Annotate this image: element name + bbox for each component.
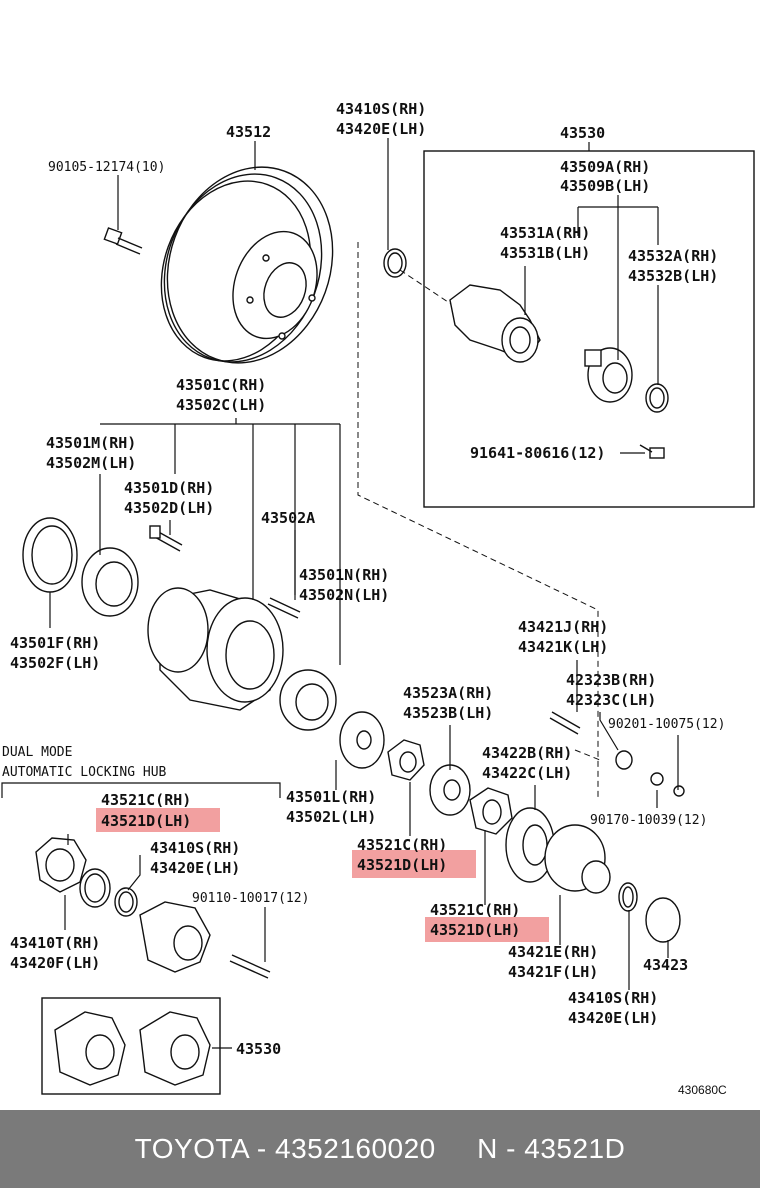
label-43502A: 43502A bbox=[261, 509, 315, 527]
label-43523B: 43523B(LH) bbox=[403, 704, 493, 722]
leader-lines bbox=[49, 138, 679, 1049]
label-dual-mode-1: DUAL MODE bbox=[2, 745, 72, 760]
bolt-90105 bbox=[103, 227, 143, 255]
label-91641: 91641-80616(12) bbox=[470, 444, 605, 462]
label-43502M: 43502M(LH) bbox=[46, 454, 136, 472]
washer-90170 bbox=[650, 772, 685, 797]
label-42323B: 42323B(RH) bbox=[566, 671, 656, 689]
nut-90201 bbox=[615, 750, 633, 770]
label-43421E: 43421E(RH) bbox=[508, 943, 598, 961]
label-43502F: 43502F(LH) bbox=[10, 654, 100, 672]
label-43421K: 43421K(LH) bbox=[518, 638, 608, 656]
washer-43501L bbox=[339, 711, 385, 769]
label-43410T: 43410T(RH) bbox=[10, 934, 100, 952]
pin-43501N bbox=[267, 597, 301, 619]
highlight-43521D-b bbox=[352, 850, 476, 878]
snap-ring-43410S-mid bbox=[114, 887, 138, 917]
label-43532B: 43532B(LH) bbox=[628, 267, 718, 285]
bolt-91641 bbox=[639, 444, 665, 459]
group-box-43530-bottom bbox=[41, 997, 221, 1095]
label-43410S-bot: 43410S(RH) bbox=[568, 989, 658, 1007]
dash-line-3 bbox=[574, 749, 601, 761]
lock-hub-clutch bbox=[584, 347, 633, 403]
label-43423: 43423 bbox=[643, 956, 688, 974]
label-43521D-b: 43521D(LH) bbox=[357, 856, 447, 874]
label-43422C: 43422C(LH) bbox=[482, 764, 572, 782]
label-43420E-top: 43420E(LH) bbox=[336, 120, 426, 138]
label-43420E-mid: 43420E(LH) bbox=[150, 859, 240, 877]
label-43502D: 43502D(LH) bbox=[124, 499, 214, 517]
footer-bar: TOYOTA - 4352160020 N - 43521D bbox=[0, 1110, 760, 1188]
label-43420F: 43420F(LH) bbox=[10, 954, 100, 972]
label-90201: 90201-10075(12) bbox=[608, 717, 725, 732]
bearing-43501C bbox=[279, 669, 337, 731]
label-43530-top: 43530 bbox=[560, 124, 605, 142]
label-43421F: 43421F(LH) bbox=[508, 963, 598, 981]
dash-line-1 bbox=[357, 242, 599, 800]
highlight-43521D-a bbox=[96, 808, 220, 832]
bolt-90110 bbox=[229, 954, 271, 979]
label-43521C-a: 43521C(RH) bbox=[101, 791, 191, 809]
bracket-dual-mode bbox=[1, 782, 281, 798]
label-43530-bot: 43530 bbox=[236, 1040, 281, 1058]
flange-43421E bbox=[544, 824, 611, 894]
label-43509B: 43509B(LH) bbox=[560, 177, 650, 195]
bearing-43501M bbox=[81, 547, 139, 617]
label-43421J: 43421J(RH) bbox=[518, 618, 608, 636]
label-43523A: 43523A(RH) bbox=[403, 684, 493, 702]
stud-43421J bbox=[549, 711, 581, 735]
label-43521D-a: 43521D(LH) bbox=[101, 812, 191, 830]
label-90110: 90110-10017(12) bbox=[192, 891, 309, 906]
brake-disc bbox=[160, 166, 334, 364]
label-43501D: 43501D(RH) bbox=[124, 479, 214, 497]
label-43501L: 43501L(RH) bbox=[286, 788, 376, 806]
snap-ring-bot bbox=[618, 882, 638, 912]
lockwasher-43523A bbox=[429, 764, 471, 816]
label-43521C-c: 43521C(RH) bbox=[430, 901, 520, 919]
label-43509A: 43509A(RH) bbox=[560, 158, 650, 176]
label-42323C: 42323C(LH) bbox=[566, 691, 656, 709]
label-43410S-top: 43410S(RH) bbox=[336, 100, 426, 118]
label-43521C-b: 43521C(RH) bbox=[357, 836, 447, 854]
label-43531B: 43531B(LH) bbox=[500, 244, 590, 262]
label-43420E-bot: 43420E(LH) bbox=[568, 1009, 658, 1027]
nut-43521C-c bbox=[35, 837, 87, 893]
label-43501N: 43501N(RH) bbox=[299, 566, 389, 584]
locking-hub bbox=[139, 901, 211, 973]
snap-ring-top bbox=[383, 248, 407, 278]
label-43532A: 43532A(RH) bbox=[628, 247, 718, 265]
label-43502N: 43502N(LH) bbox=[299, 586, 389, 604]
label-43531A: 43531A(RH) bbox=[500, 224, 590, 242]
hub-pair-43530 bbox=[54, 1011, 211, 1086]
part-labels: 43512 90105-12174(10) 43410S(RH) 43420E(… bbox=[2, 100, 727, 1097]
axle-hub-43502A bbox=[147, 587, 284, 711]
o-ring-43532 bbox=[645, 383, 669, 413]
parts-diagram: 43512 90105-12174(10) 43410S(RH) 43420E(… bbox=[1, 100, 755, 1097]
footer-part-number: TOYOTA - 4352160020 N - 43521D bbox=[134, 1133, 626, 1164]
label-90170: 90170-10039(12) bbox=[590, 813, 707, 828]
lock-hub-body bbox=[449, 284, 541, 363]
cap-43423 bbox=[645, 897, 681, 943]
label-90105: 90105-12174(10) bbox=[48, 160, 165, 175]
label-43512: 43512 bbox=[226, 123, 271, 141]
label-43501M: 43501M(RH) bbox=[46, 434, 136, 452]
oil-seal-43501F bbox=[22, 517, 78, 593]
nut-43521C-b bbox=[469, 787, 513, 835]
label-43502L: 43502L(LH) bbox=[286, 808, 376, 826]
stud-43501D bbox=[149, 525, 183, 552]
label-dual-mode-2: AUTOMATIC LOCKING HUB bbox=[2, 765, 167, 780]
label-43501C: 43501C(RH) bbox=[176, 376, 266, 394]
label-43521D-c: 43521D(LH) bbox=[430, 921, 520, 939]
label-43502C: 43502C(LH) bbox=[176, 396, 266, 414]
drawing-reference: 430680C bbox=[678, 1083, 727, 1097]
highlight-43521D-c bbox=[425, 917, 549, 942]
label-43422B: 43422B(RH) bbox=[482, 744, 572, 762]
label-43501F: 43501F(RH) bbox=[10, 634, 100, 652]
label-43410S-mid: 43410S(RH) bbox=[150, 839, 240, 857]
washer-43410T bbox=[79, 868, 111, 908]
nut-43521C-a bbox=[387, 739, 425, 781]
